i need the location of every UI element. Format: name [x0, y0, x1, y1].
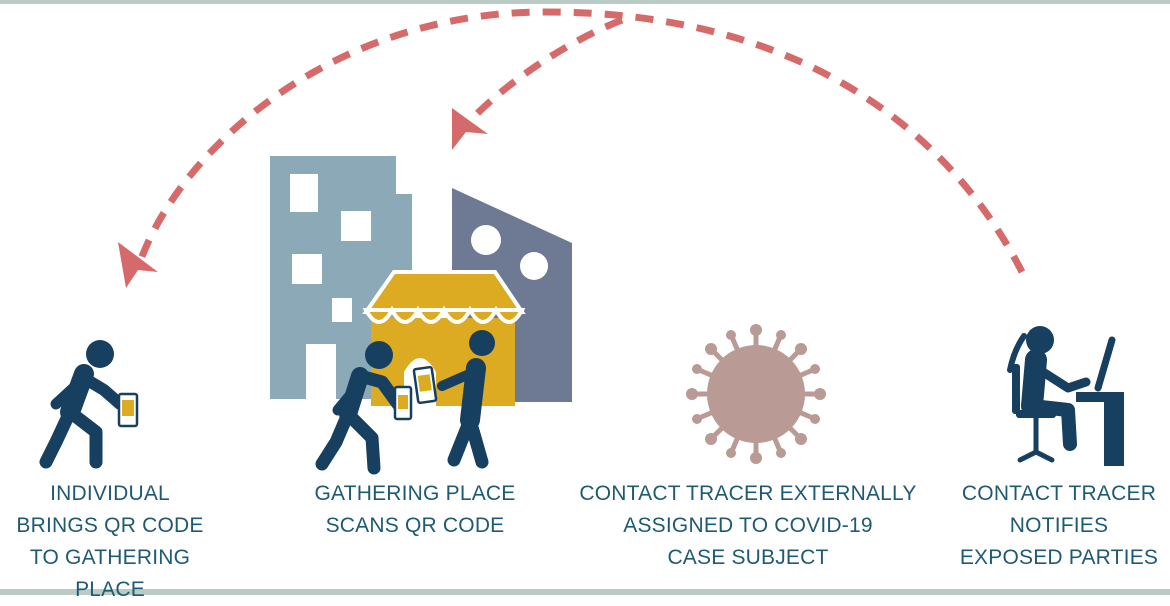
storefront-icon [362, 270, 526, 406]
qr-phone-icon [393, 365, 438, 421]
standing-person-icon [437, 330, 495, 469]
frame-top-border [0, 0, 1170, 4]
caption-line: ASSIGNED TO COVID-19 [623, 514, 873, 537]
caption-line: NOTIFIES [1009, 514, 1109, 537]
caption-line: CONTACT TRACER EXTERNALLY [579, 482, 917, 505]
caption-line: PLACE [75, 578, 145, 601]
caption-line: INDIVIDUAL [50, 482, 170, 505]
caption-line: TO GATHERING [29, 546, 191, 569]
virus-icon [686, 324, 826, 464]
step-caption-gathering-place: GATHERING PLACE SCANS QR CODE [300, 478, 530, 542]
caption-line: EXPOSED PARTIES [959, 546, 1159, 569]
step-caption-contact-tracer-notifies: CONTACT TRACER NOTIFIES EXPOSED PARTIES [952, 478, 1166, 574]
caption-line: BRINGS QR CODE [16, 514, 204, 537]
caption-line: CONTACT TRACER [961, 482, 1157, 505]
individual-qr-phone-icon [117, 392, 139, 428]
caption-line: GATHERING PLACE [314, 482, 516, 505]
step-caption-individual: INDIVIDUAL BRINGS QR CODE TO GATHERING P… [0, 478, 220, 606]
dashed-arrows [136, 8, 1026, 274]
caption-line: CASE SUBJECT [667, 546, 829, 569]
arc-to-gathering-place [459, 16, 624, 133]
individual-walking-icon [39, 340, 126, 469]
caption-line: SCANS QR CODE [325, 514, 505, 537]
arrowheads [118, 108, 488, 288]
frame-bottom-border [0, 589, 1170, 595]
step-caption-contact-tracer-assigned: CONTACT TRACER EXTERNALLY ASSIGNED TO CO… [560, 478, 936, 574]
walking-person-icon [315, 341, 405, 475]
arrowhead-gathering-icon [452, 108, 488, 150]
arrowhead-individual-icon [118, 242, 158, 288]
arc-to-individual [136, 8, 1026, 274]
person-at-computer-icon [1007, 326, 1124, 466]
